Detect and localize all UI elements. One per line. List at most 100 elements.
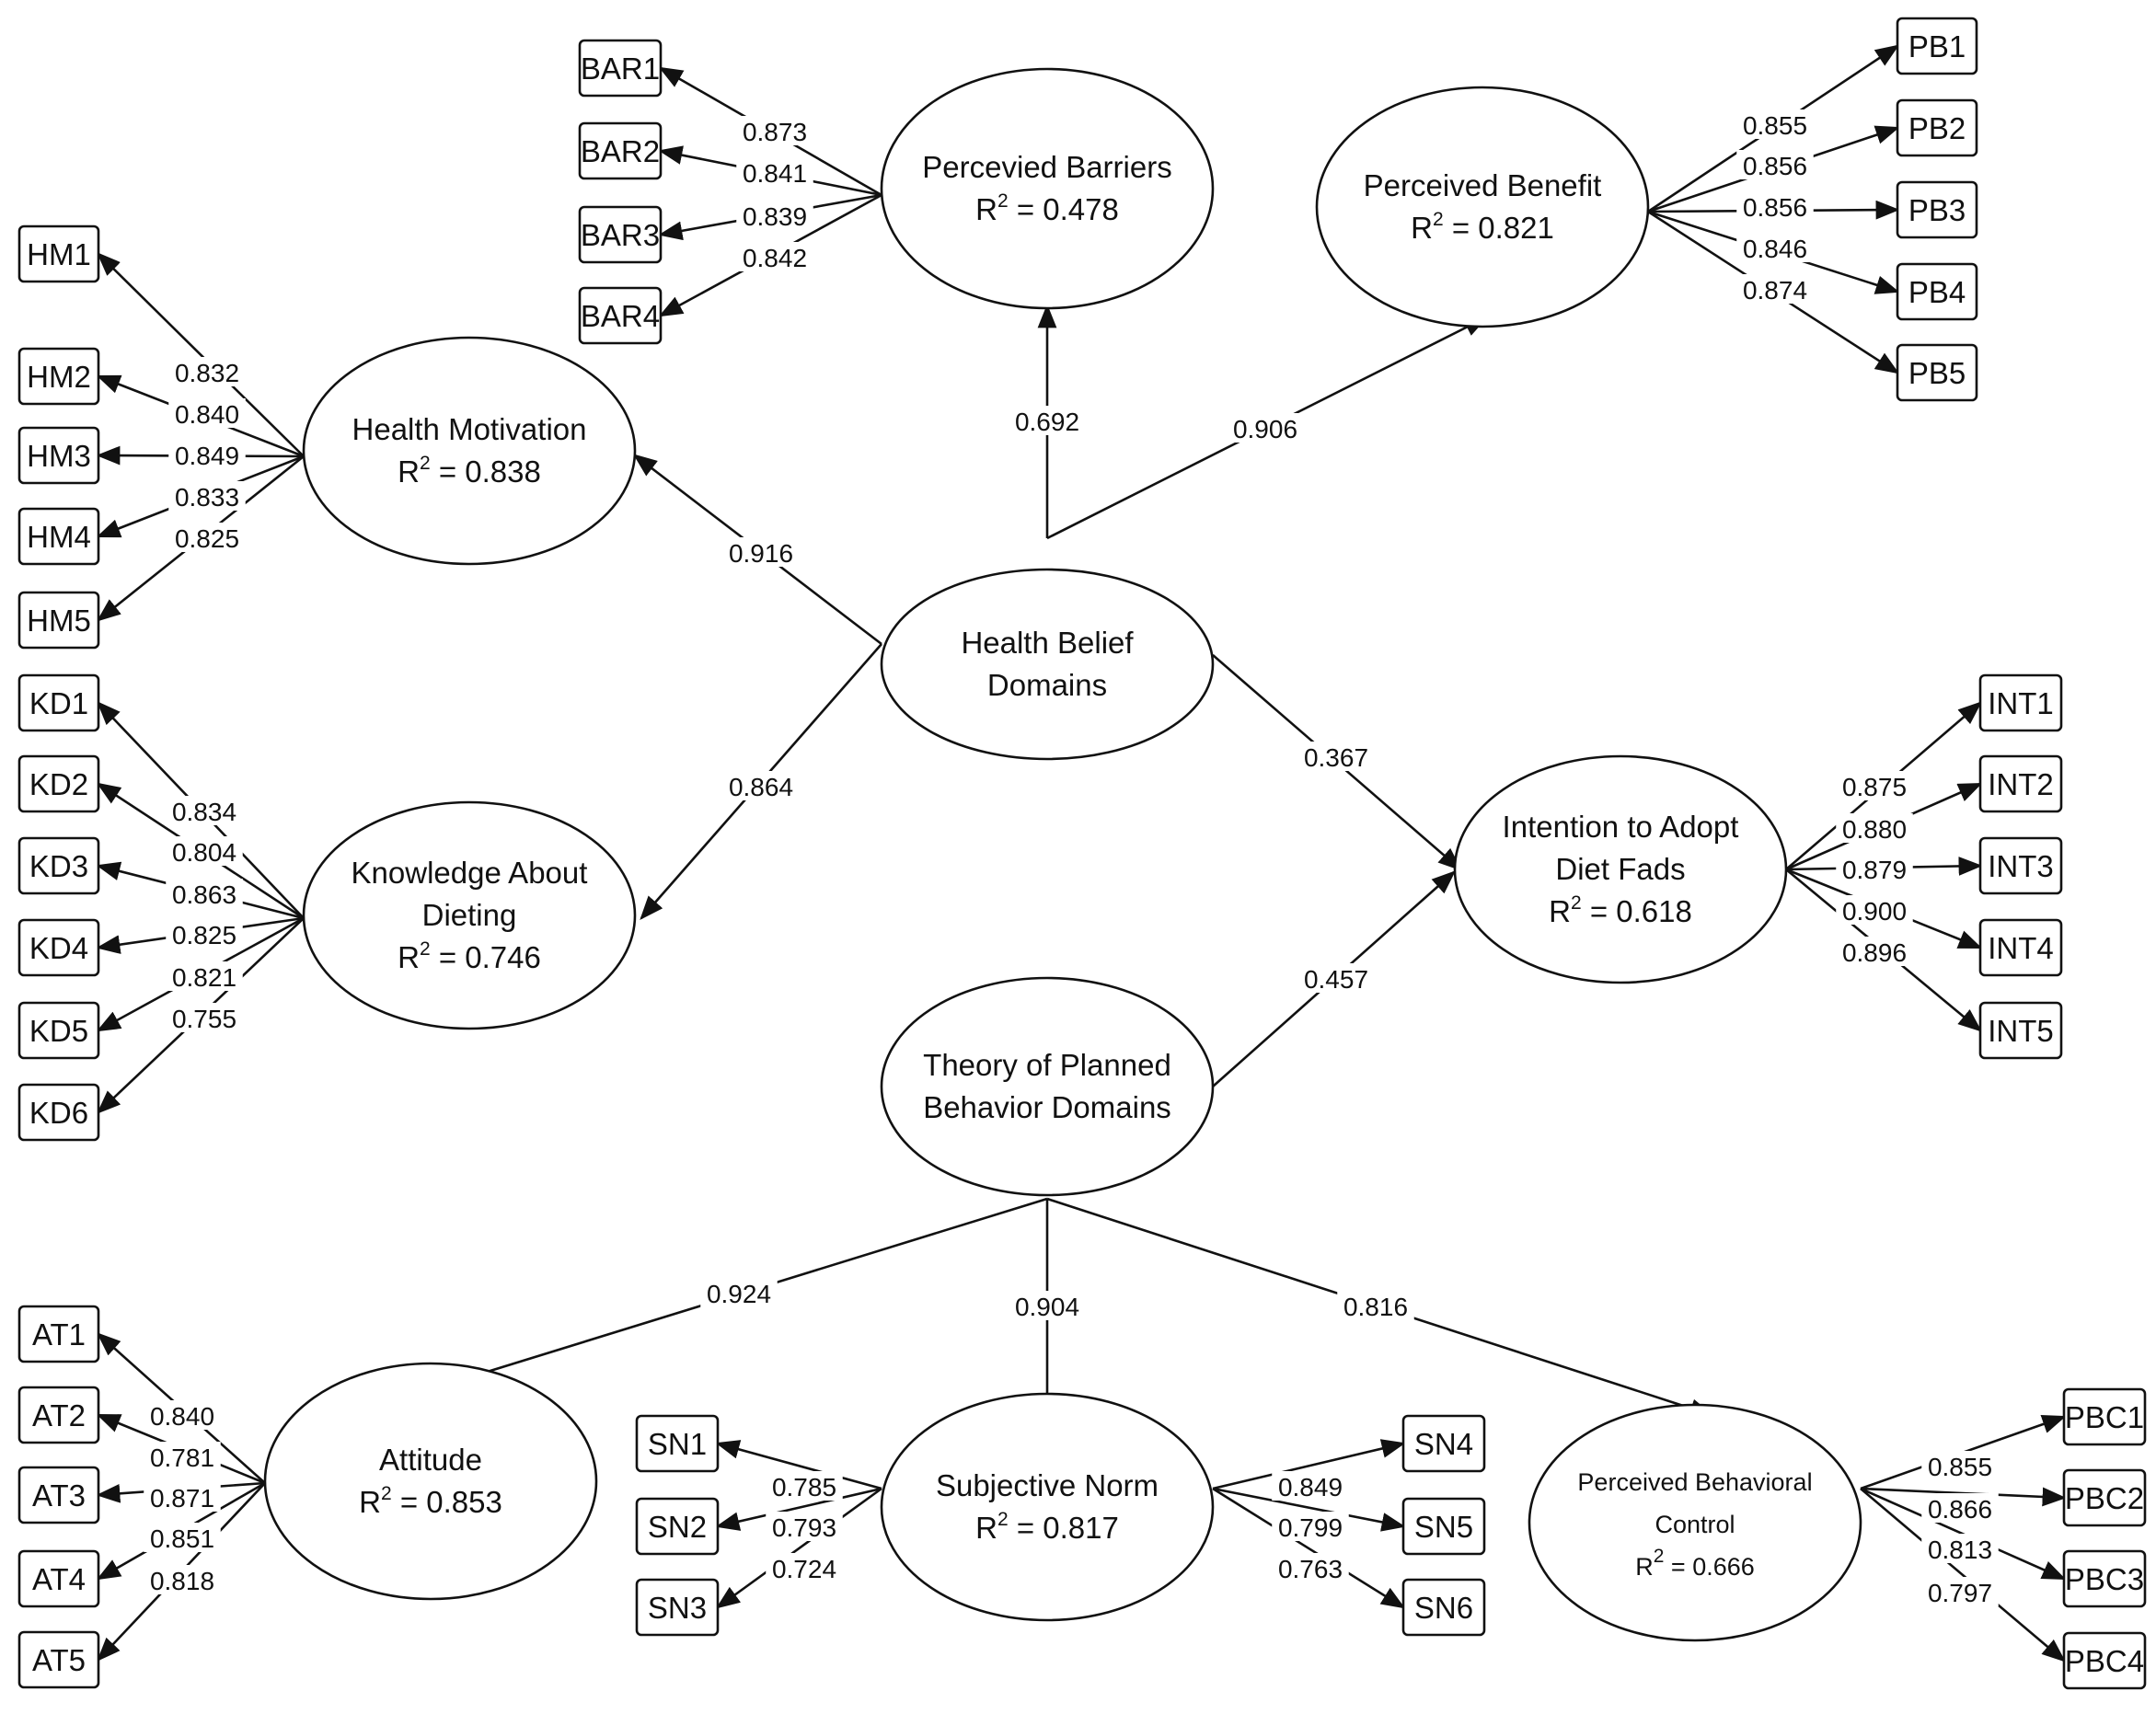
loading-value-hm5-bg (168, 523, 246, 552)
indicator-label-int5: INT5 (1988, 1014, 2054, 1048)
indicator-box-at5 (17, 1630, 100, 1689)
construct-label-int-2: Diet Fads (1555, 852, 1685, 886)
path-coefficient-hbd-to-pb-bg (1227, 413, 1304, 443)
construct-ellipse-hm (302, 336, 637, 566)
indicator-label-pb1: PB1 (1908, 29, 1966, 63)
loading-value-pb2: 0.856 (1743, 152, 1807, 180)
loading-arrow-sn6 (1212, 1487, 1406, 1609)
indicator-box-int4 (1978, 918, 2063, 977)
indicator-label-pb4: PB4 (1908, 275, 1966, 309)
indicator-label-kd5: KD5 (29, 1014, 88, 1048)
loading-value-int5: 0.896 (1842, 938, 1907, 967)
indicator-box-kd3 (17, 836, 100, 895)
loading-value-kd5: 0.821 (172, 963, 236, 992)
indicator-box-pb1 (1896, 17, 1978, 75)
construct-label-pbc-2: Control (1654, 1511, 1735, 1538)
indicator-box-int3 (1978, 836, 2063, 895)
construct-label-hbd-1: Health Belief (961, 626, 1134, 660)
loading-arrow-pbc4 (1860, 1488, 2066, 1662)
loading-value-int5-bg (1836, 937, 1913, 966)
indicator-box-kd4 (17, 918, 100, 977)
indicator-label-pbc4: PBC4 (2065, 1644, 2144, 1678)
indicator-box-kd1 (17, 673, 100, 732)
construct-ellipse-pb (1315, 86, 1650, 328)
loading-arrow-hm1 (97, 252, 305, 457)
indicator-label-at5: AT5 (32, 1643, 86, 1677)
construct-label-at-1: Attitude (379, 1443, 482, 1477)
indicator-label-hm3: HM3 (27, 439, 91, 473)
loading-value-hm3: 0.849 (175, 442, 239, 470)
loading-value-sn2-bg (766, 1512, 843, 1541)
loading-value-kd5-bg (166, 961, 243, 991)
indicator-box-at4 (17, 1549, 100, 1608)
indicator-box-pbc3 (2062, 1549, 2147, 1608)
indicator-box-kd2 (17, 754, 100, 813)
indicator-label-kd1: KD1 (29, 686, 88, 720)
loading-value-pb5-bg (1736, 274, 1814, 304)
loading-value-kd4: 0.825 (172, 921, 236, 949)
indicator-label-int4: INT4 (1988, 931, 2054, 965)
construct-label-tpb-2: Behavior Domains (923, 1090, 1171, 1124)
loading-arrow-sn1 (715, 1440, 882, 1490)
path-coefficient-hbd-to-hm-bg (722, 537, 800, 567)
path-coefficient-tpb-to-int: 0.457 (1304, 965, 1368, 994)
loading-value-bar4: 0.842 (743, 244, 807, 272)
indicator-box-hm4 (17, 507, 100, 566)
loading-value-kd6-bg (166, 1003, 243, 1032)
indicator-box-int5 (1978, 1001, 2063, 1060)
loading-value-sn6: 0.763 (1278, 1555, 1343, 1583)
loading-value-at3-bg (144, 1482, 221, 1512)
indicator-label-pb5: PB5 (1908, 356, 1966, 390)
indicator-label-sn3: SN3 (648, 1591, 707, 1625)
construct-ellipse-pbc (1528, 1403, 1862, 1642)
loading-value-int3: 0.879 (1842, 856, 1907, 884)
indicator-box-bar3 (578, 205, 663, 264)
indicator-box-at1 (17, 1305, 100, 1363)
path-coefficient-hbd-to-bar: 0.692 (1015, 408, 1079, 436)
loading-arrow-sn4 (1212, 1439, 1406, 1490)
loading-value-int1-bg (1836, 771, 1913, 800)
path-coefficient-hbd-to-hm: 0.916 (729, 539, 793, 568)
path-coefficient-tpb-to-sn-bg (1009, 1291, 1086, 1320)
loading-value-pb5: 0.874 (1743, 276, 1807, 305)
loading-value-kd4-bg (166, 919, 243, 949)
indicator-label-pbc2: PBC2 (2065, 1481, 2144, 1515)
path-coefficient-hbd-to-kd-bg (722, 771, 800, 800)
loading-value-int4: 0.900 (1842, 897, 1907, 926)
construct-label-bar-1: Percevied Barriers (922, 150, 1171, 184)
loading-value-sn3: 0.724 (772, 1555, 836, 1583)
loading-value-sn4-bg (1272, 1471, 1349, 1501)
loading-arrow-sn3 (715, 1487, 882, 1609)
indicator-label-kd3: KD3 (29, 849, 88, 883)
loading-arrow-sn2 (715, 1487, 882, 1531)
indicator-label-bar1: BAR1 (581, 52, 660, 86)
construct-ellipse-bar (880, 67, 1215, 310)
loading-value-hm1: 0.832 (175, 359, 239, 387)
loading-value-hm4-bg (168, 481, 246, 511)
loading-value-sn3-bg (766, 1553, 843, 1582)
loading-value-at2-bg (144, 1442, 221, 1471)
loading-value-hm2-bg (168, 398, 246, 428)
indicator-box-sn2 (635, 1497, 720, 1556)
loading-value-sn5: 0.799 (1278, 1513, 1343, 1542)
indicator-label-hm1: HM1 (27, 237, 91, 271)
loading-value-kd1-bg (166, 796, 243, 825)
indicator-label-sn6: SN6 (1414, 1591, 1473, 1625)
indicator-label-kd4: KD4 (29, 931, 88, 965)
loading-value-pb4: 0.846 (1743, 235, 1807, 263)
construct-label-kd-1: Knowledge About (352, 856, 588, 890)
loading-value-bar1-bg (736, 116, 813, 145)
loading-value-at4-bg (144, 1523, 221, 1552)
loading-value-bar1: 0.873 (743, 118, 807, 146)
indicator-box-sn3 (635, 1578, 720, 1637)
loading-value-int2: 0.880 (1842, 815, 1907, 844)
indicator-label-bar4: BAR4 (581, 299, 660, 333)
indicator-box-int1 (1978, 673, 2063, 732)
loading-value-hm1-bg (168, 357, 246, 386)
indicator-label-hm5: HM5 (27, 604, 91, 638)
indicator-label-bar2: BAR2 (581, 134, 660, 168)
loading-value-sn6-bg (1272, 1553, 1349, 1582)
loading-value-pb2-bg (1736, 150, 1814, 179)
loading-value-pbc2-bg (1921, 1493, 1999, 1523)
